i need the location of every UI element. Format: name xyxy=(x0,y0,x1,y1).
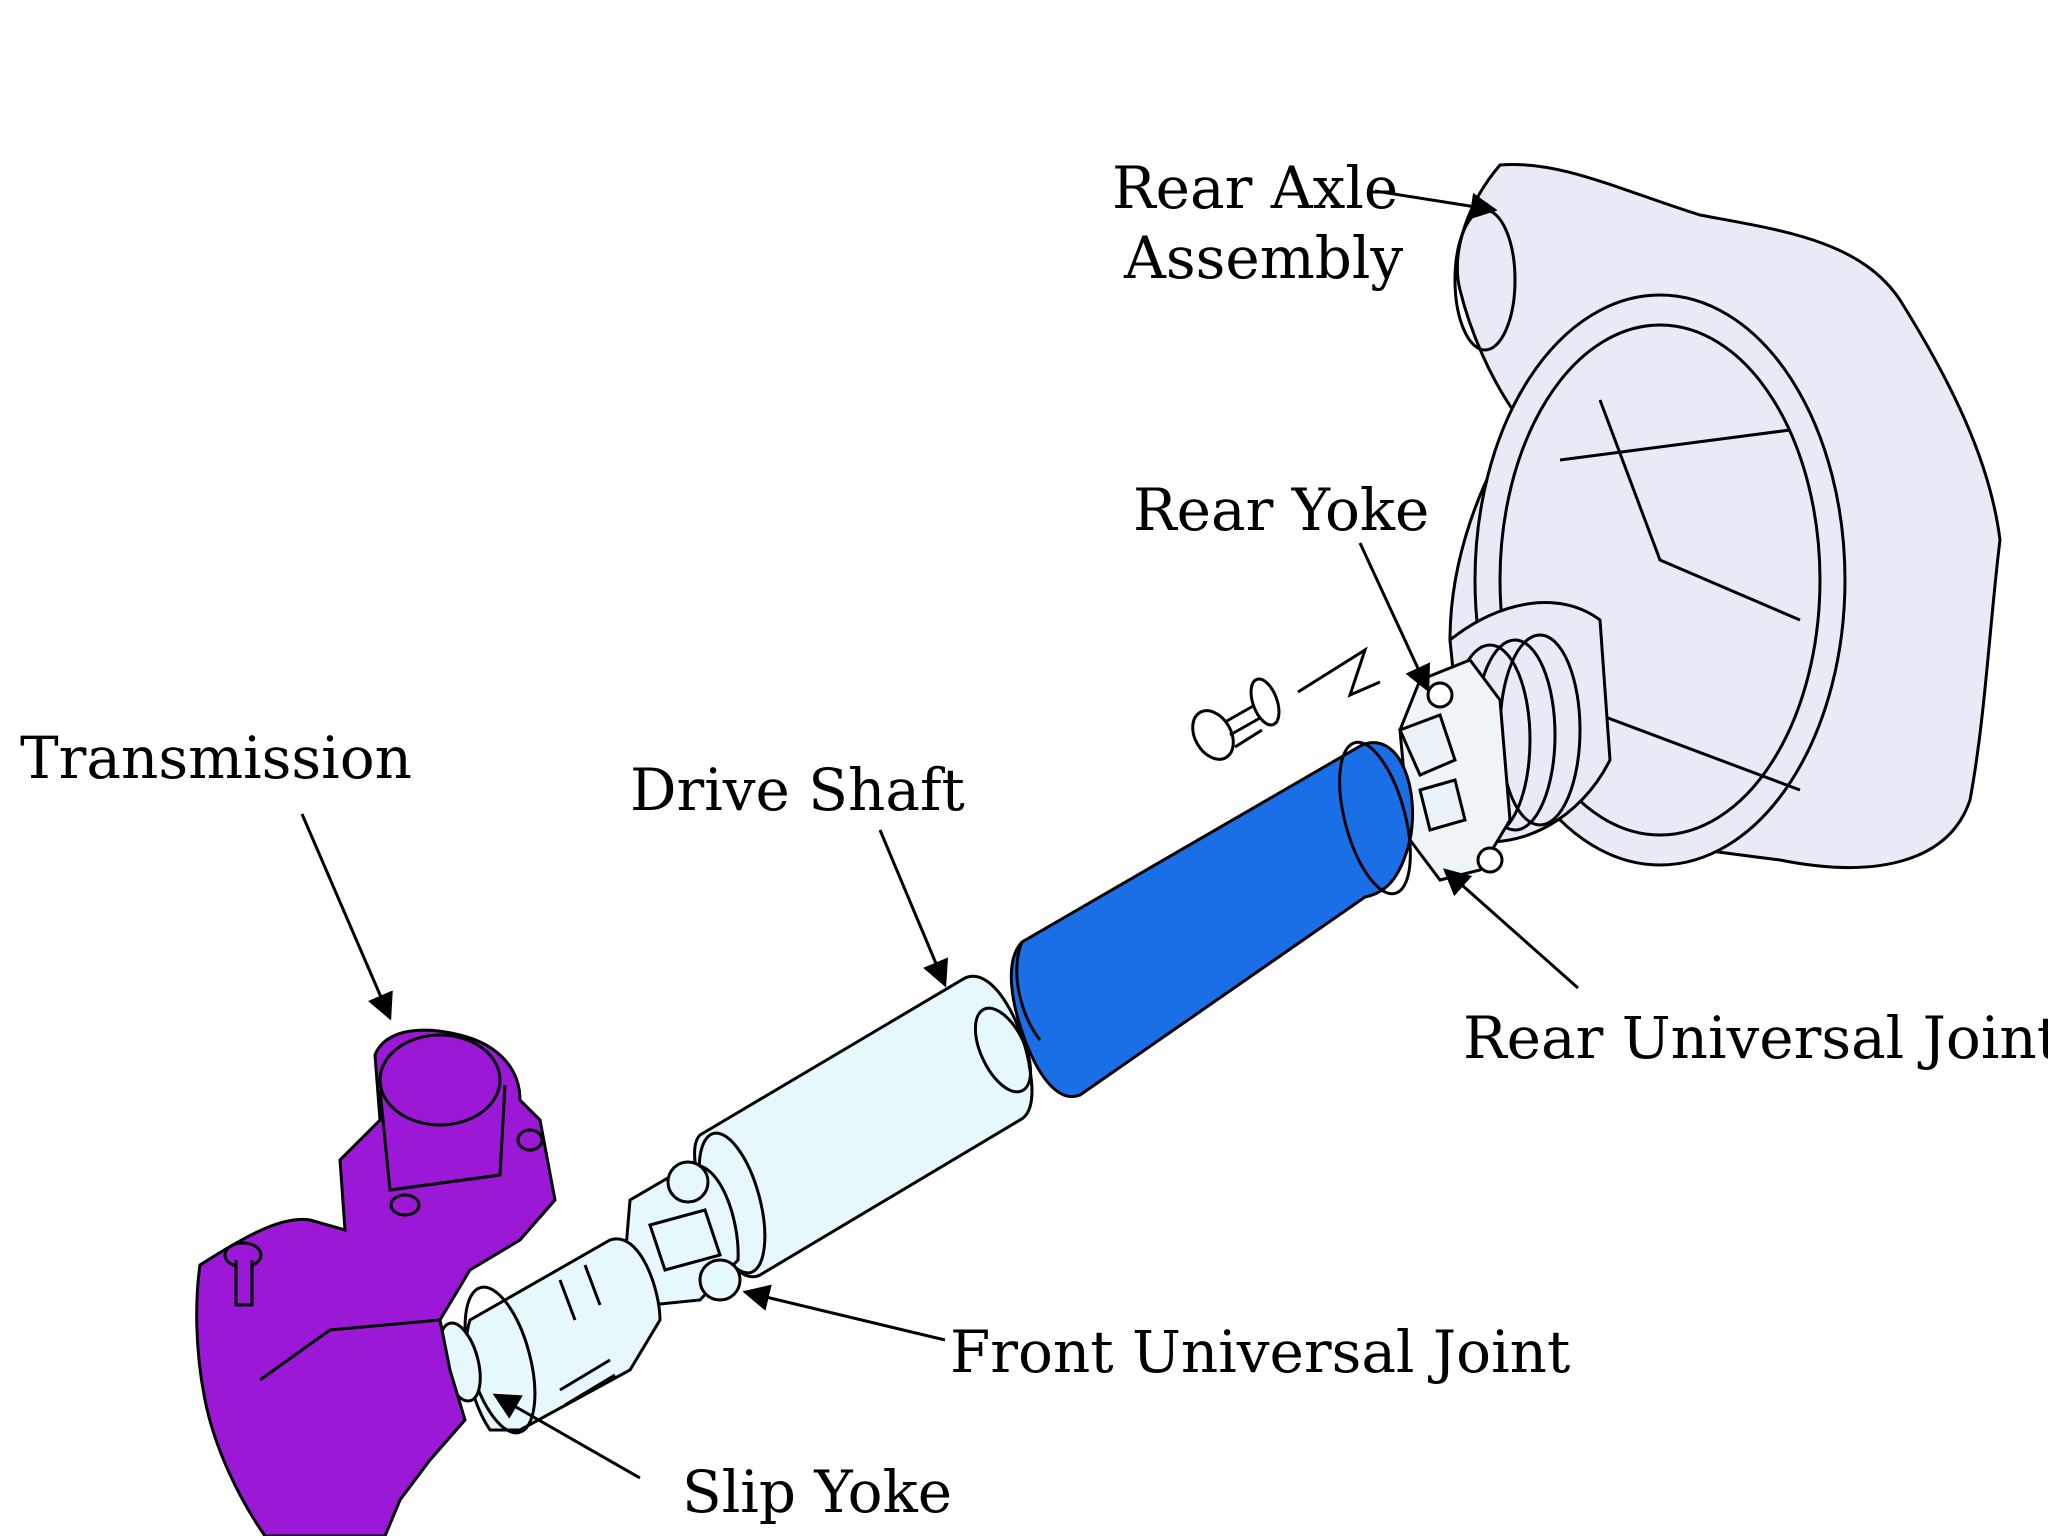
rear-tube-end-cut xyxy=(1015,941,1042,1041)
slip-yoke-body xyxy=(464,1237,662,1432)
label-front-universal-joint: Front Universal Joint xyxy=(950,1318,1570,1386)
leader-rear-yoke xyxy=(1358,542,1431,693)
cover-rib-1 xyxy=(1559,428,1791,462)
transmission-case-edge xyxy=(259,1318,441,1382)
label-rear-yoke: Rear Yoke xyxy=(1133,476,1429,544)
front-shaft-tube xyxy=(693,974,1034,1279)
front-u-joint-bearing-2 xyxy=(698,1258,742,1302)
rear-shaft-tube xyxy=(1009,740,1415,1098)
break-line xyxy=(1297,646,1381,698)
differential-cover-rim xyxy=(1498,323,1822,837)
rear-universal-joint-part xyxy=(1191,646,1512,882)
label-rear-universal-joint: Rear Universal Joint xyxy=(1463,1004,2048,1072)
leader-transmission xyxy=(300,813,393,1021)
transmission-stud-2 xyxy=(389,1193,421,1217)
diagram-labels: Rear Axle Assembly Rear Yoke Transmissio… xyxy=(20,154,2048,1526)
rear-yoke-bolt-hole-1 xyxy=(1426,681,1454,709)
front-universal-joint-part xyxy=(623,1160,742,1307)
leader-rear-universal-joint xyxy=(1442,868,1579,990)
label-drive-shaft: Drive Shaft xyxy=(630,756,965,824)
label-rear-axle-line1: Rear Axle xyxy=(1112,154,1398,222)
front-tube-body xyxy=(693,974,1034,1279)
leader-lines xyxy=(300,189,1579,1480)
front-u-joint-cross xyxy=(648,1208,722,1272)
transmission-top-housing xyxy=(378,1033,502,1127)
leader-slip-yoke xyxy=(492,1393,641,1480)
slip-yoke-splines xyxy=(558,1264,616,1407)
transmission-part xyxy=(195,1028,557,1536)
cover-rib-3 xyxy=(1598,399,1801,622)
transmission-stud-1 xyxy=(516,1128,544,1152)
front-tube-open-end xyxy=(973,1006,1033,1094)
yoke-washer xyxy=(1249,677,1281,727)
rear-axle-housing xyxy=(1448,162,2002,869)
leader-front-universal-joint xyxy=(742,1284,946,1342)
yoke-bolt xyxy=(1191,703,1263,761)
front-u-joint-bearing-1 xyxy=(666,1160,710,1204)
rear-yoke-bolt-hole-2 xyxy=(1476,846,1504,874)
label-slip-yoke: Slip Yoke xyxy=(682,1458,952,1526)
leader-rear-axle xyxy=(1374,189,1498,220)
label-rear-axle-line2: Assembly xyxy=(1123,224,1403,292)
label-transmission: Transmission xyxy=(20,724,412,792)
leader-drive-shaft xyxy=(878,829,949,988)
transmission-vent-stem xyxy=(234,1260,254,1307)
transmission-housing-wall xyxy=(378,1084,507,1192)
rear-tube-body xyxy=(1009,741,1415,1098)
rear-tube-flange xyxy=(1338,740,1412,896)
transmission-case xyxy=(195,1028,557,1536)
u-joint-cross xyxy=(1397,713,1467,832)
